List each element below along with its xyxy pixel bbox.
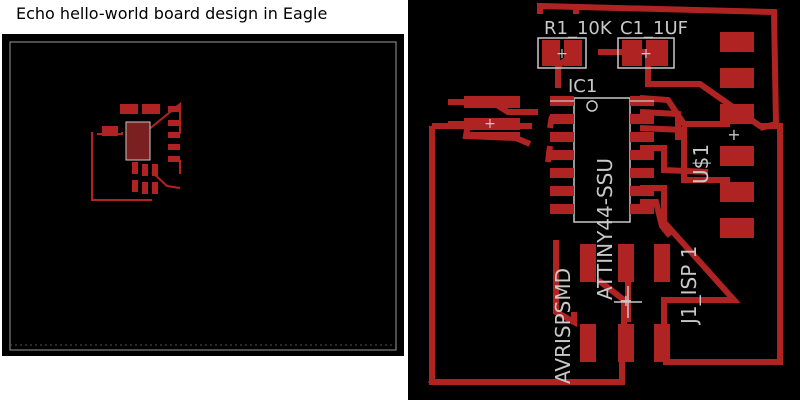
chip-label: ATTINY44-SSU [593,158,617,300]
capacitor-c1[interactable]: + [617,37,675,69]
svg-text:+: + [619,291,632,310]
r1-label: R1_10K [544,18,613,39]
board-overview-canvas[interactable] [2,34,404,356]
svg-text:+: + [640,46,652,62]
chip-pins-left [550,96,574,214]
caption: Echo hello-world board design in Eagle [16,4,328,23]
chip-ic1[interactable] [550,96,654,223]
header-u1[interactable]: + [720,32,754,238]
c1-label: C1_1UF [620,18,688,39]
board-detail-canvas[interactable]: + R1_10K + C1_1UF [408,0,800,400]
board-overview-view[interactable] [2,34,404,356]
board-detail-view[interactable]: + R1_10K + C1_1UF [408,0,800,400]
svg-text:+: + [484,116,496,132]
board-outline [9,41,397,351]
ic1-label: IC1 [568,76,597,97]
svg-text:+: + [556,46,568,62]
us1-label: U$1 [689,144,713,184]
resistor-r1[interactable]: + [537,37,587,69]
isp-label: J1_ISP 1 [677,246,701,326]
copper-traces [427,2,783,385]
isp-header-j1[interactable]: + [580,244,670,362]
avrispsmd-label: AVRISPSMD [551,268,575,384]
board-thumbnail [91,101,181,201]
svg-text:+: + [727,125,740,144]
power-connector[interactable]: + [464,96,520,138]
